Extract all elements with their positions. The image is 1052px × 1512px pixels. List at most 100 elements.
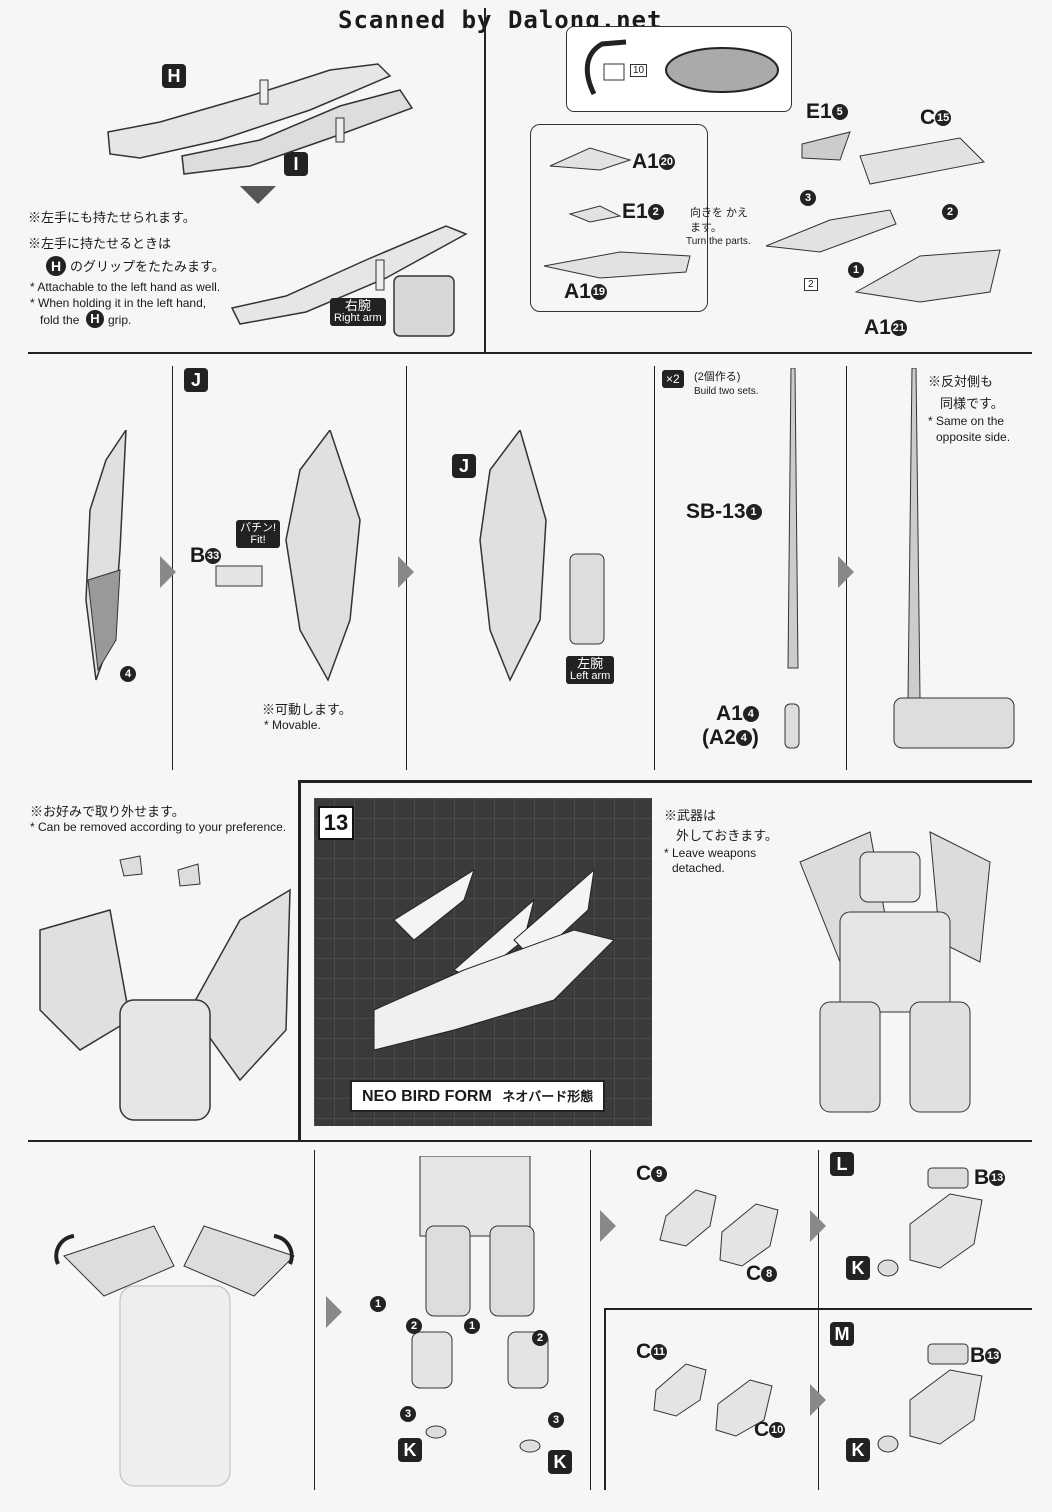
weapons-note-jp-2: 外しておきます。: [676, 828, 778, 843]
right-arrow-icon: [398, 556, 414, 588]
opposite-note-en-1: * Same on the: [928, 414, 1005, 428]
right-arrow-icon: [810, 1210, 826, 1242]
neo-bird-form-en: NEO BIRD FORM: [362, 1088, 492, 1105]
weapons-note-en-1: * Leave weapons: [664, 846, 757, 860]
divider: [484, 8, 486, 352]
part-m-tag: M: [830, 1322, 854, 1346]
robot-head-illustration: [39, 855, 291, 1121]
l-assembly-illustration: [877, 1167, 983, 1277]
divider: [28, 1140, 1032, 1142]
neo-bird-form-illustration: [373, 868, 615, 1051]
right-arrow-icon: [326, 1296, 342, 1328]
removable-note-jp: ※お好みで取り外せます。: [30, 804, 185, 819]
robot-front-illustration: [54, 1225, 295, 1487]
divider: [28, 352, 1032, 354]
shield-plain-illustration: [85, 430, 127, 681]
divider: [818, 1150, 819, 1490]
part-i-tag: I: [284, 152, 308, 176]
right-arm-tag: 右腕 Right arm: [330, 298, 386, 326]
robot-full-illustration: [799, 831, 991, 1113]
divider: [298, 780, 301, 1140]
part-h-tag-inline-2: H: [86, 310, 104, 328]
right-arrow-icon: [160, 556, 176, 588]
left-hand-note-jp-1: ※左手にも持たせられます。: [28, 210, 196, 225]
rifle-with-arm-illustration: [230, 225, 468, 337]
inset-num-10: 10: [630, 64, 648, 77]
left-hand-note-en-2: * When holding it in the left hand,: [30, 296, 207, 310]
saber-blade-illustration: [784, 368, 800, 749]
divider: [654, 366, 655, 770]
part-j-tag-2: J: [452, 454, 476, 478]
step-13-number: 13: [318, 806, 354, 840]
x2-badge: ×2: [662, 370, 684, 388]
part-j-tag: J: [184, 368, 208, 392]
right-arrow-icon: [810, 1384, 826, 1416]
part-k-tag: K: [398, 1438, 422, 1462]
left-arm-tag: 左腕 Left arm: [566, 656, 615, 684]
shield-on-arm-illustration: [479, 430, 605, 682]
down-arrow-icon: [240, 186, 276, 204]
right-arm-jp: 右腕: [344, 298, 371, 313]
step-1-badge: 1: [464, 1318, 480, 1334]
neo-bird-form-banner: NEO BIRD FORM ネオバード形態: [350, 1080, 606, 1112]
step-1-badge: 1: [370, 1296, 386, 1312]
part-h-tag: H: [162, 64, 186, 88]
step-2-badge: 2: [406, 1318, 422, 1334]
divider: [604, 1308, 1032, 1310]
callout-detail: [584, 39, 779, 96]
part-h-tag-inline: H: [46, 256, 66, 276]
part-k-tag: K: [846, 1438, 870, 1462]
movable-note-en: * Movable.: [264, 718, 321, 732]
weapons-note-jp-1: ※武器は: [664, 808, 717, 823]
rotate-arrow-icon: [273, 1234, 294, 1265]
step-1-badge: 1: [848, 262, 864, 278]
weapons-note-en-2: detached.: [672, 861, 725, 875]
removable-note-en: * Can be removed according to your prefe…: [30, 820, 287, 834]
shield-with-b33-illustration: [215, 430, 361, 682]
fit-badge: パチン! Fit!: [236, 520, 281, 548]
left-hand-note-jp-3: のグリップをたたみます。: [70, 259, 225, 274]
left-hand-note-jp-2: ※左手に持たせるときは: [28, 236, 172, 251]
opposite-note-jp-1: ※反対側も: [928, 374, 994, 389]
neo-bird-form-jp: ネオバード形態: [502, 1089, 594, 1104]
step-3-badge: 3: [548, 1412, 564, 1428]
opposite-note-jp-2: 同様です。: [940, 396, 1004, 411]
divider: [604, 1308, 606, 1490]
right-arrow-icon: [838, 556, 854, 588]
build-two-jp: (2個作る): [694, 371, 741, 383]
step-3-badge: 3: [400, 1406, 416, 1422]
right-arm-en: Right arm: [334, 312, 382, 324]
part-l-tag: L: [830, 1152, 854, 1176]
part-k-tag: K: [846, 1256, 870, 1280]
turn-parts-en: Turn the parts.: [686, 236, 751, 247]
opposite-note-en-2: opposite side.: [936, 430, 1011, 444]
divider: [590, 1150, 591, 1490]
m-assembly-illustration: [877, 1343, 983, 1453]
step-13-panel: [314, 798, 652, 1126]
left-hand-note-en-1: * Attachable to the left hand as well.: [30, 280, 221, 294]
part-k-tag: K: [548, 1450, 572, 1474]
sub-box: [530, 124, 708, 312]
robot-legs-illustration: [411, 1156, 549, 1453]
step-4-badge: 4: [120, 666, 136, 682]
step-2-badge: 2: [532, 1330, 548, 1346]
left-hand-note-en-3: fold the: [40, 313, 80, 327]
left-arm-en: Left arm: [570, 670, 611, 682]
divider: [298, 780, 1032, 783]
left-arm-jp: 左腕: [577, 656, 604, 671]
c11-c10-parts-illustration: [653, 1363, 773, 1437]
rifle-illustration: [107, 63, 414, 175]
divider: [314, 1150, 315, 1490]
